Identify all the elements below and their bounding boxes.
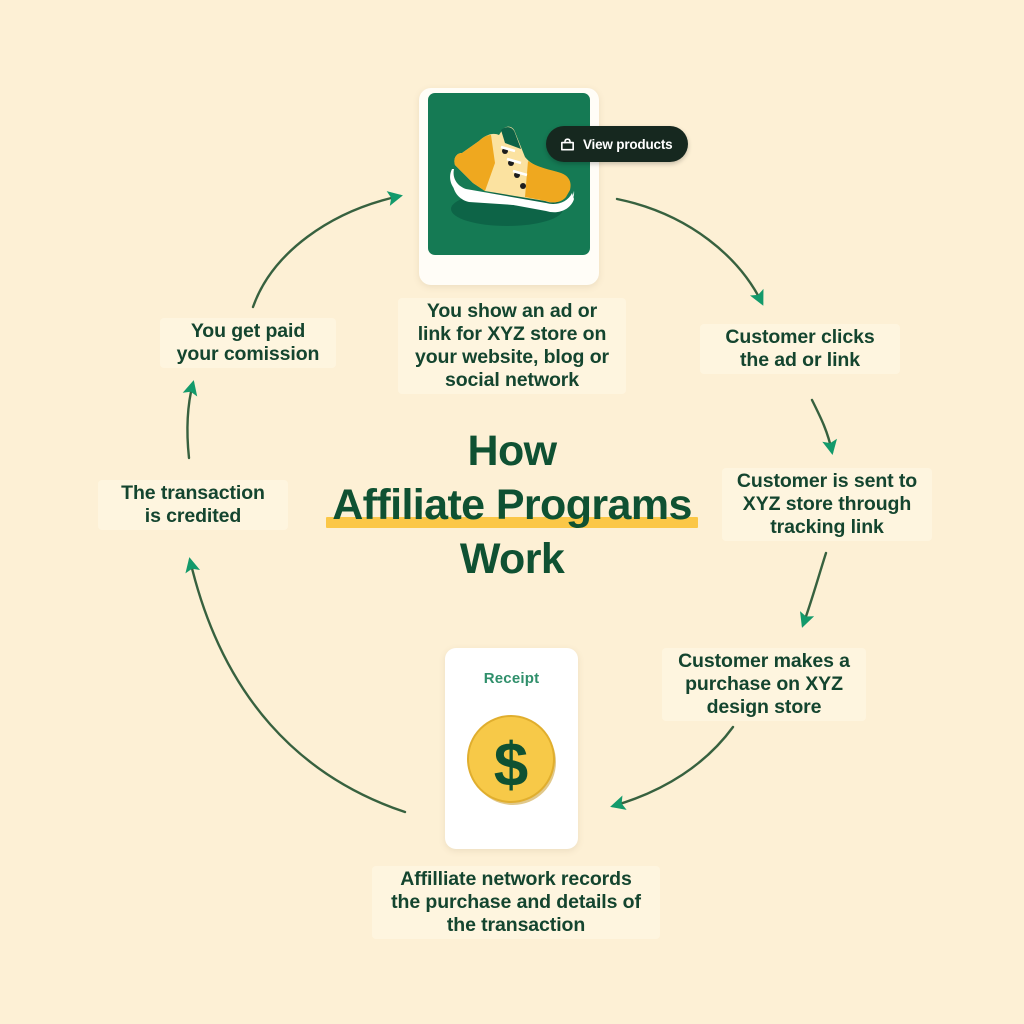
- dollar-coin-icon: $: [467, 715, 556, 805]
- product-card: View products: [419, 88, 689, 285]
- view-products-label: View products: [583, 136, 673, 152]
- shopping-bag-icon: [561, 137, 574, 150]
- step-label-get-paid: You get paid your comission: [160, 318, 336, 368]
- arrow-getpaid-to-showad: [251, 191, 403, 309]
- svg-text:$: $: [494, 731, 528, 800]
- step-label-network-records: Affilliate network records the purchase …: [372, 866, 660, 939]
- page-title: How Affiliate Programs Work: [262, 424, 762, 586]
- arrow-showad-to-clicks: [615, 197, 764, 306]
- arrow-records-to-credited: [185, 557, 407, 814]
- arrow-purchase-to-records: [610, 725, 735, 810]
- title-line-1: How: [467, 427, 558, 475]
- arrow-sent-to-purchase: [800, 551, 828, 628]
- receipt-title: Receipt: [483, 670, 540, 687]
- arrow-clicks-to-sent: [810, 398, 837, 455]
- view-products-button[interactable]: View products: [546, 126, 689, 162]
- receipt-card: Receipt $: [445, 648, 578, 849]
- step-label-sent-to-store: Customer is sent to XYZ store through tr…: [722, 468, 932, 541]
- step-label-customer-clicks: Customer clicks the ad or link: [700, 324, 900, 374]
- sneaker-illustration: [450, 126, 575, 226]
- step-label-transaction-credited: The transaction is credited: [98, 480, 288, 530]
- step-label-show-ad: You show an ad or link for XYZ store on …: [398, 298, 626, 394]
- step-label-makes-purchase: Customer makes a purchase on XYZ design …: [662, 648, 866, 721]
- arrow-credited-to-getpaid: [182, 380, 198, 460]
- title-line-2: Affiliate Programs: [326, 478, 698, 532]
- title-line-2-wrap: Affiliate Programs: [262, 478, 762, 532]
- product-image-frame: [428, 93, 590, 255]
- title-line-3: Work: [459, 535, 565, 583]
